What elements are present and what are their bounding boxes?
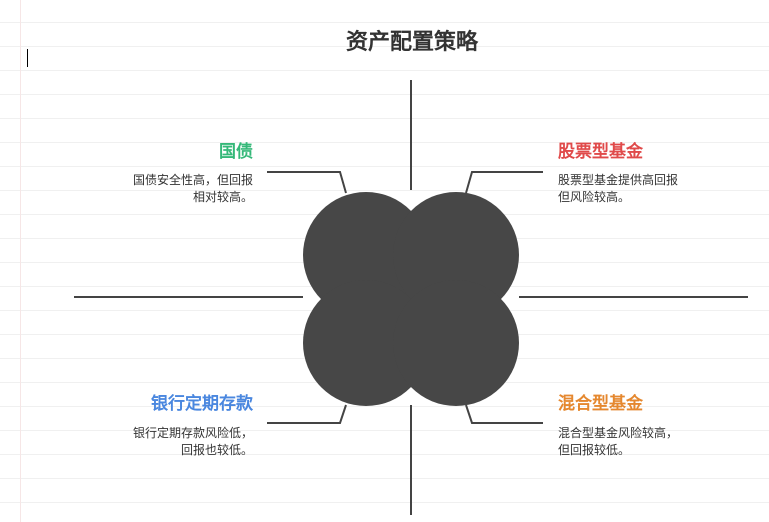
quadrant-desc-time-deposits: 银行定期存款风险低， 回报也较低。: [133, 425, 253, 459]
desc-line: 混合型基金风险较高，: [558, 426, 679, 440]
text-cursor: [27, 49, 28, 67]
quadrant-title-bonds: 国债: [219, 142, 253, 162]
desc-line: 相对较高。: [192, 190, 253, 204]
page-title: 资产配置策略: [345, 29, 478, 55]
desc-line: 回报也较低。: [180, 443, 253, 457]
desc-line: 银行定期存款风险低，: [132, 426, 253, 440]
connector-bottom-left: [267, 404, 347, 424]
desc-line: 但风险较高。: [558, 190, 631, 204]
quadrant-title-hybrid-funds: 混合型基金: [558, 394, 643, 414]
connector-bottom-right: [465, 404, 543, 424]
quadrant-desc-hybrid-funds: 混合型基金风险较高， 但回报较低。: [558, 425, 678, 459]
center-clover-shape: [303, 192, 519, 406]
quadrant-title-time-deposits: 银行定期存款: [151, 394, 253, 414]
quadrant-title-stock-funds: 股票型基金: [558, 142, 643, 162]
desc-line: 股票型基金提供高回报: [558, 173, 679, 187]
desc-line: 但回报较低。: [558, 443, 631, 457]
connector-top-left: [267, 171, 347, 194]
quadrant-desc-stock-funds: 股票型基金提供高回报 但风险较高。: [558, 172, 678, 206]
quadrant-desc-bonds: 国债安全性高，但回报 相对较高。: [133, 172, 253, 206]
desc-line: 国债安全性高，但回报: [132, 173, 253, 187]
connector-top-right: [465, 171, 543, 194]
